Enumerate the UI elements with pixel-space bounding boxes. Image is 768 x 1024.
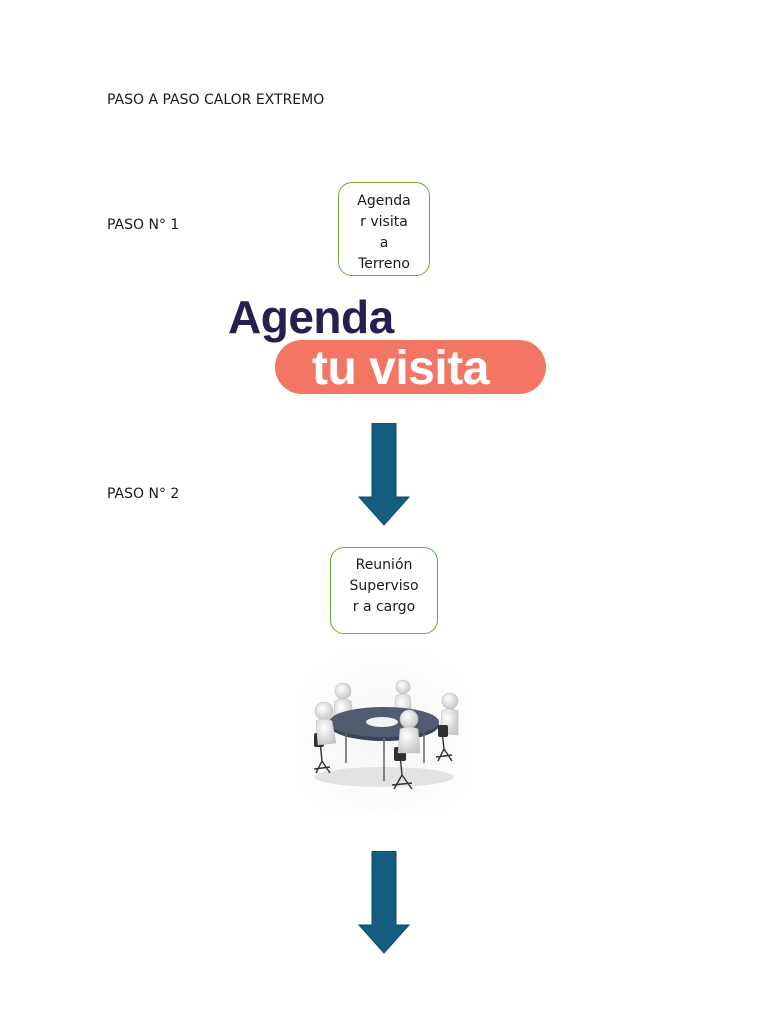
- flow-box-line: r a cargo: [352, 599, 416, 615]
- flow-box-line: r visita: [360, 214, 408, 230]
- flow-box-line: a: [379, 235, 389, 251]
- banner-line-agenda: Agenda: [228, 291, 394, 343]
- arrow-down-icon: [358, 423, 410, 526]
- flow-box-schedule-visit: Agenda r visita a Terreno: [338, 182, 430, 276]
- flow-box-line: Terreno: [358, 256, 410, 272]
- banner-pill-shape: [275, 340, 546, 394]
- arrow-down-icon: [358, 851, 410, 954]
- step-1-label: PASO N° 1: [107, 217, 180, 233]
- banner-line-tu-visita: tu visita: [312, 342, 489, 395]
- step-2-label: PASO N° 2: [107, 486, 180, 502]
- document-title: PASO A PASO CALOR EXTREMO: [107, 92, 325, 108]
- flow-box-line: Superviso: [349, 578, 419, 594]
- flow-box-supervisor-meeting: Reunión Superviso r a cargo: [330, 547, 438, 634]
- flow-box-line: Agenda: [357, 193, 411, 209]
- flow-box-line: Reunión: [355, 557, 413, 573]
- meeting-table-illustration: [296, 645, 472, 815]
- agenda-tu-visita-banner: Agenda tu visita: [222, 280, 562, 408]
